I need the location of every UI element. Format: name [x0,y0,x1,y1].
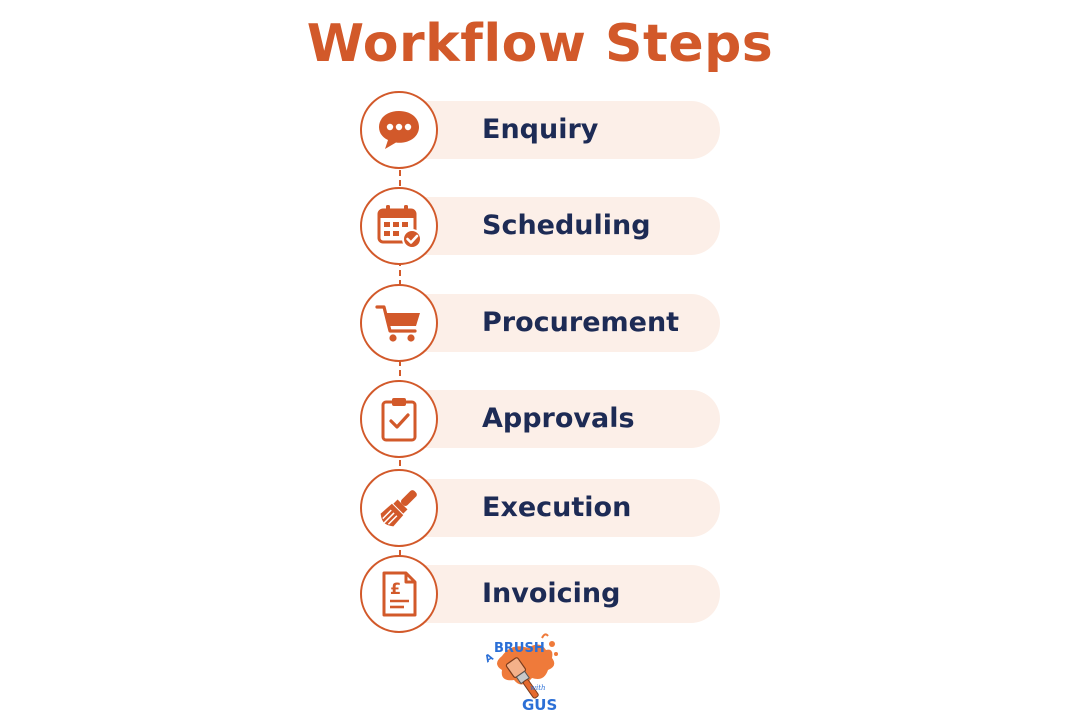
logo-text-brush: BRUSH [494,641,545,656]
brand-logo: A BRUSH with GUS [482,628,562,716]
step-label: Execution [482,492,632,523]
step-pill [396,101,720,159]
step-pill [396,479,720,537]
logo-text-gus: GUS [522,696,557,714]
svg-text:£: £ [390,579,401,598]
step-label: Scheduling [482,210,651,241]
step-pill [396,565,720,623]
step-execution: Execution [360,469,720,547]
step-label: Invoicing [482,578,621,609]
dashed-connector-line [399,130,401,596]
pound-invoice-icon: £ [360,555,438,633]
step-label: Procurement [482,307,680,338]
step-pill [396,294,720,352]
step-pill [396,390,720,448]
step-pill [396,197,720,255]
paintbrush-icon [360,469,438,547]
speech-bubble-icon [360,91,438,169]
page-title: Workflow Steps [306,14,774,74]
shopping-cart-icon [360,284,438,362]
step-approvals: Approvals [360,380,720,458]
step-label: Approvals [482,403,635,434]
calendar-check-icon [360,187,438,265]
step-enquiry: Enquiry [360,91,720,169]
logo-text-with: with [530,684,546,692]
clipboard-check-icon [360,380,438,458]
step-procurement: Procurement [360,284,720,362]
step-invoicing: Invoicing £ [360,555,720,633]
step-label: Enquiry [482,114,599,145]
step-scheduling: Scheduling [360,187,720,265]
